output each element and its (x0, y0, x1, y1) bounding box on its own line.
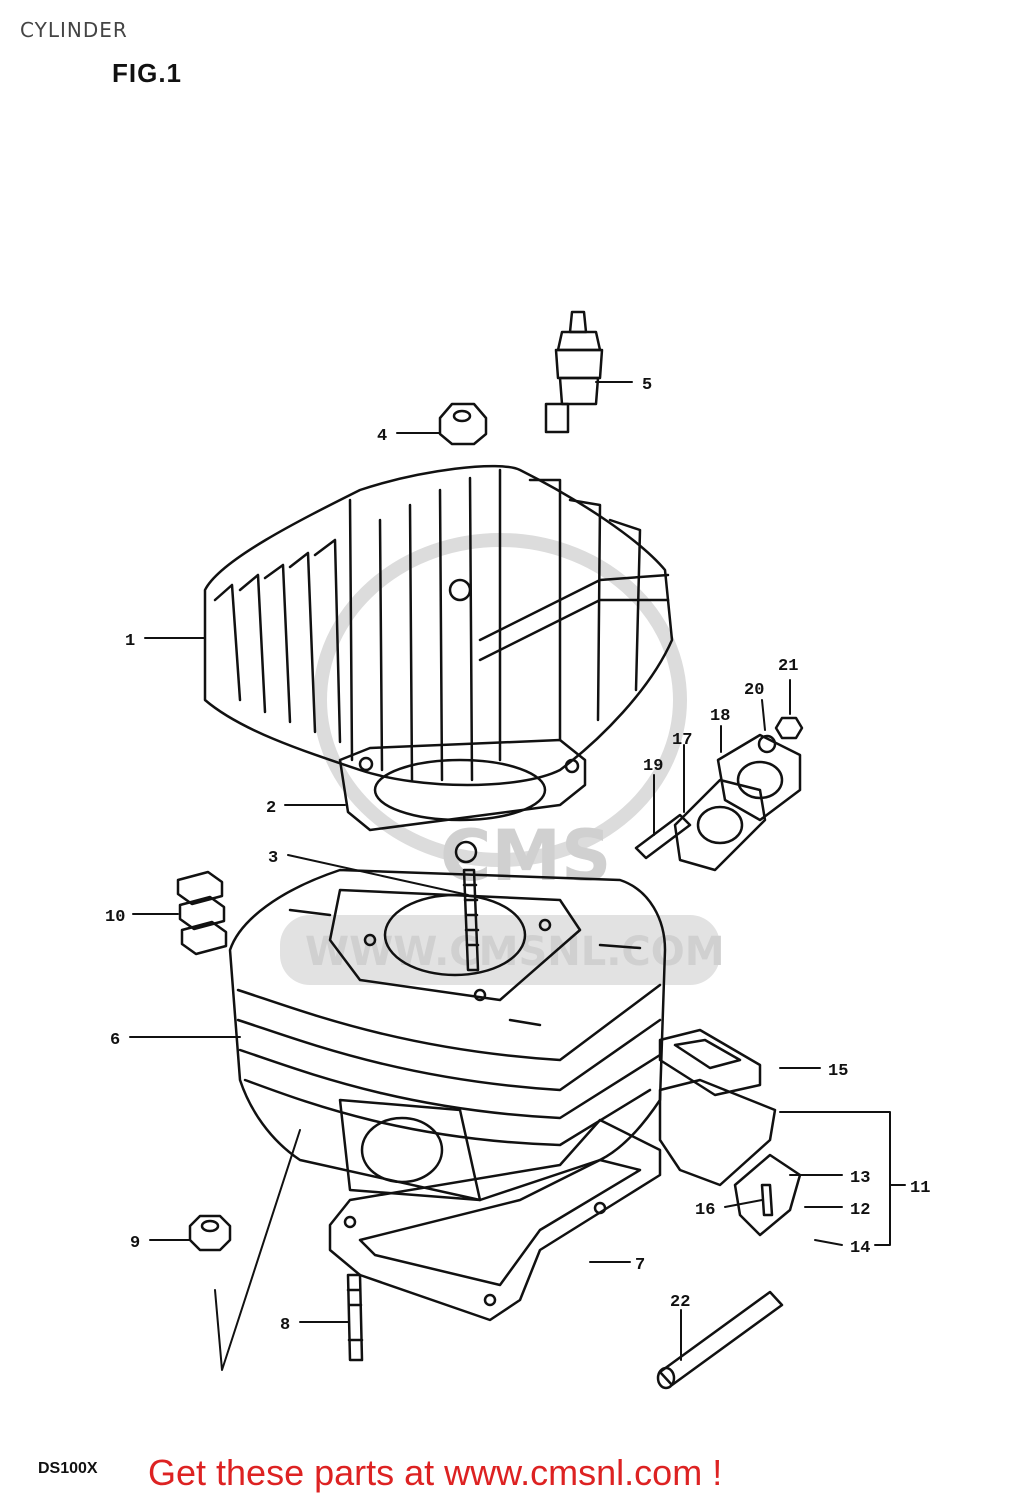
base-gasket-drawing (328, 1118, 662, 1322)
callout-1: 1 (125, 632, 135, 651)
callout-22: 22 (670, 1293, 690, 1312)
callout-18: 18 (710, 707, 730, 726)
callout-2: 2 (266, 799, 276, 818)
model-code: DS100X (38, 1460, 98, 1477)
watermark: CMS WWW.CMSNL.COM (280, 533, 725, 985)
head-gasket-drawing (338, 738, 587, 864)
page-title: CYLINDER (20, 18, 128, 42)
reed-valve-drawing (658, 1028, 802, 1237)
callout-9: 9 (130, 1234, 140, 1253)
rubber-blocks-drawing (176, 870, 228, 956)
figure-label: FIG.1 (112, 58, 183, 88)
cap-nut-drawing (438, 402, 488, 446)
callout-5: 5 (642, 376, 652, 395)
callout-4: 4 (377, 427, 387, 446)
callout-14: 14 (850, 1239, 870, 1258)
callout-11: 11 (910, 1179, 930, 1198)
callout-17: 17 (672, 731, 692, 750)
callout-8: 8 (280, 1316, 290, 1335)
callout-19: 19 (643, 757, 663, 776)
buy-parts-link[interactable]: Get these parts at www.cmsnl.com ! (148, 1452, 723, 1493)
callout-15: 15 (828, 1062, 848, 1081)
callout-10: 10 (105, 908, 125, 927)
watermark-brand: CMS (440, 815, 611, 897)
spark-plug-drawing (544, 310, 604, 434)
callout-7: 7 (635, 1256, 645, 1275)
callout-21: 21 (778, 657, 798, 676)
callout-13: 13 (850, 1169, 870, 1188)
callout-labels: 1 2 3 4 5 6 7 8 9 10 11 12 13 14 15 16 1… (105, 376, 930, 1335)
callout-3: 3 (268, 849, 278, 868)
callout-6: 6 (110, 1031, 120, 1050)
stud-drawing (462, 868, 480, 972)
hose-drawing (656, 1290, 784, 1390)
leader-lines (129, 381, 906, 1371)
callout-20: 20 (744, 681, 764, 700)
callout-12: 12 (850, 1201, 870, 1220)
callout-16: 16 (695, 1201, 715, 1220)
intake-gaskets-drawing (634, 716, 804, 872)
cylinder-drawing (228, 868, 667, 1202)
base-stud-drawing (346, 1273, 364, 1362)
nut-drawing (188, 1214, 232, 1252)
cylinder-head-drawing (203, 464, 674, 787)
